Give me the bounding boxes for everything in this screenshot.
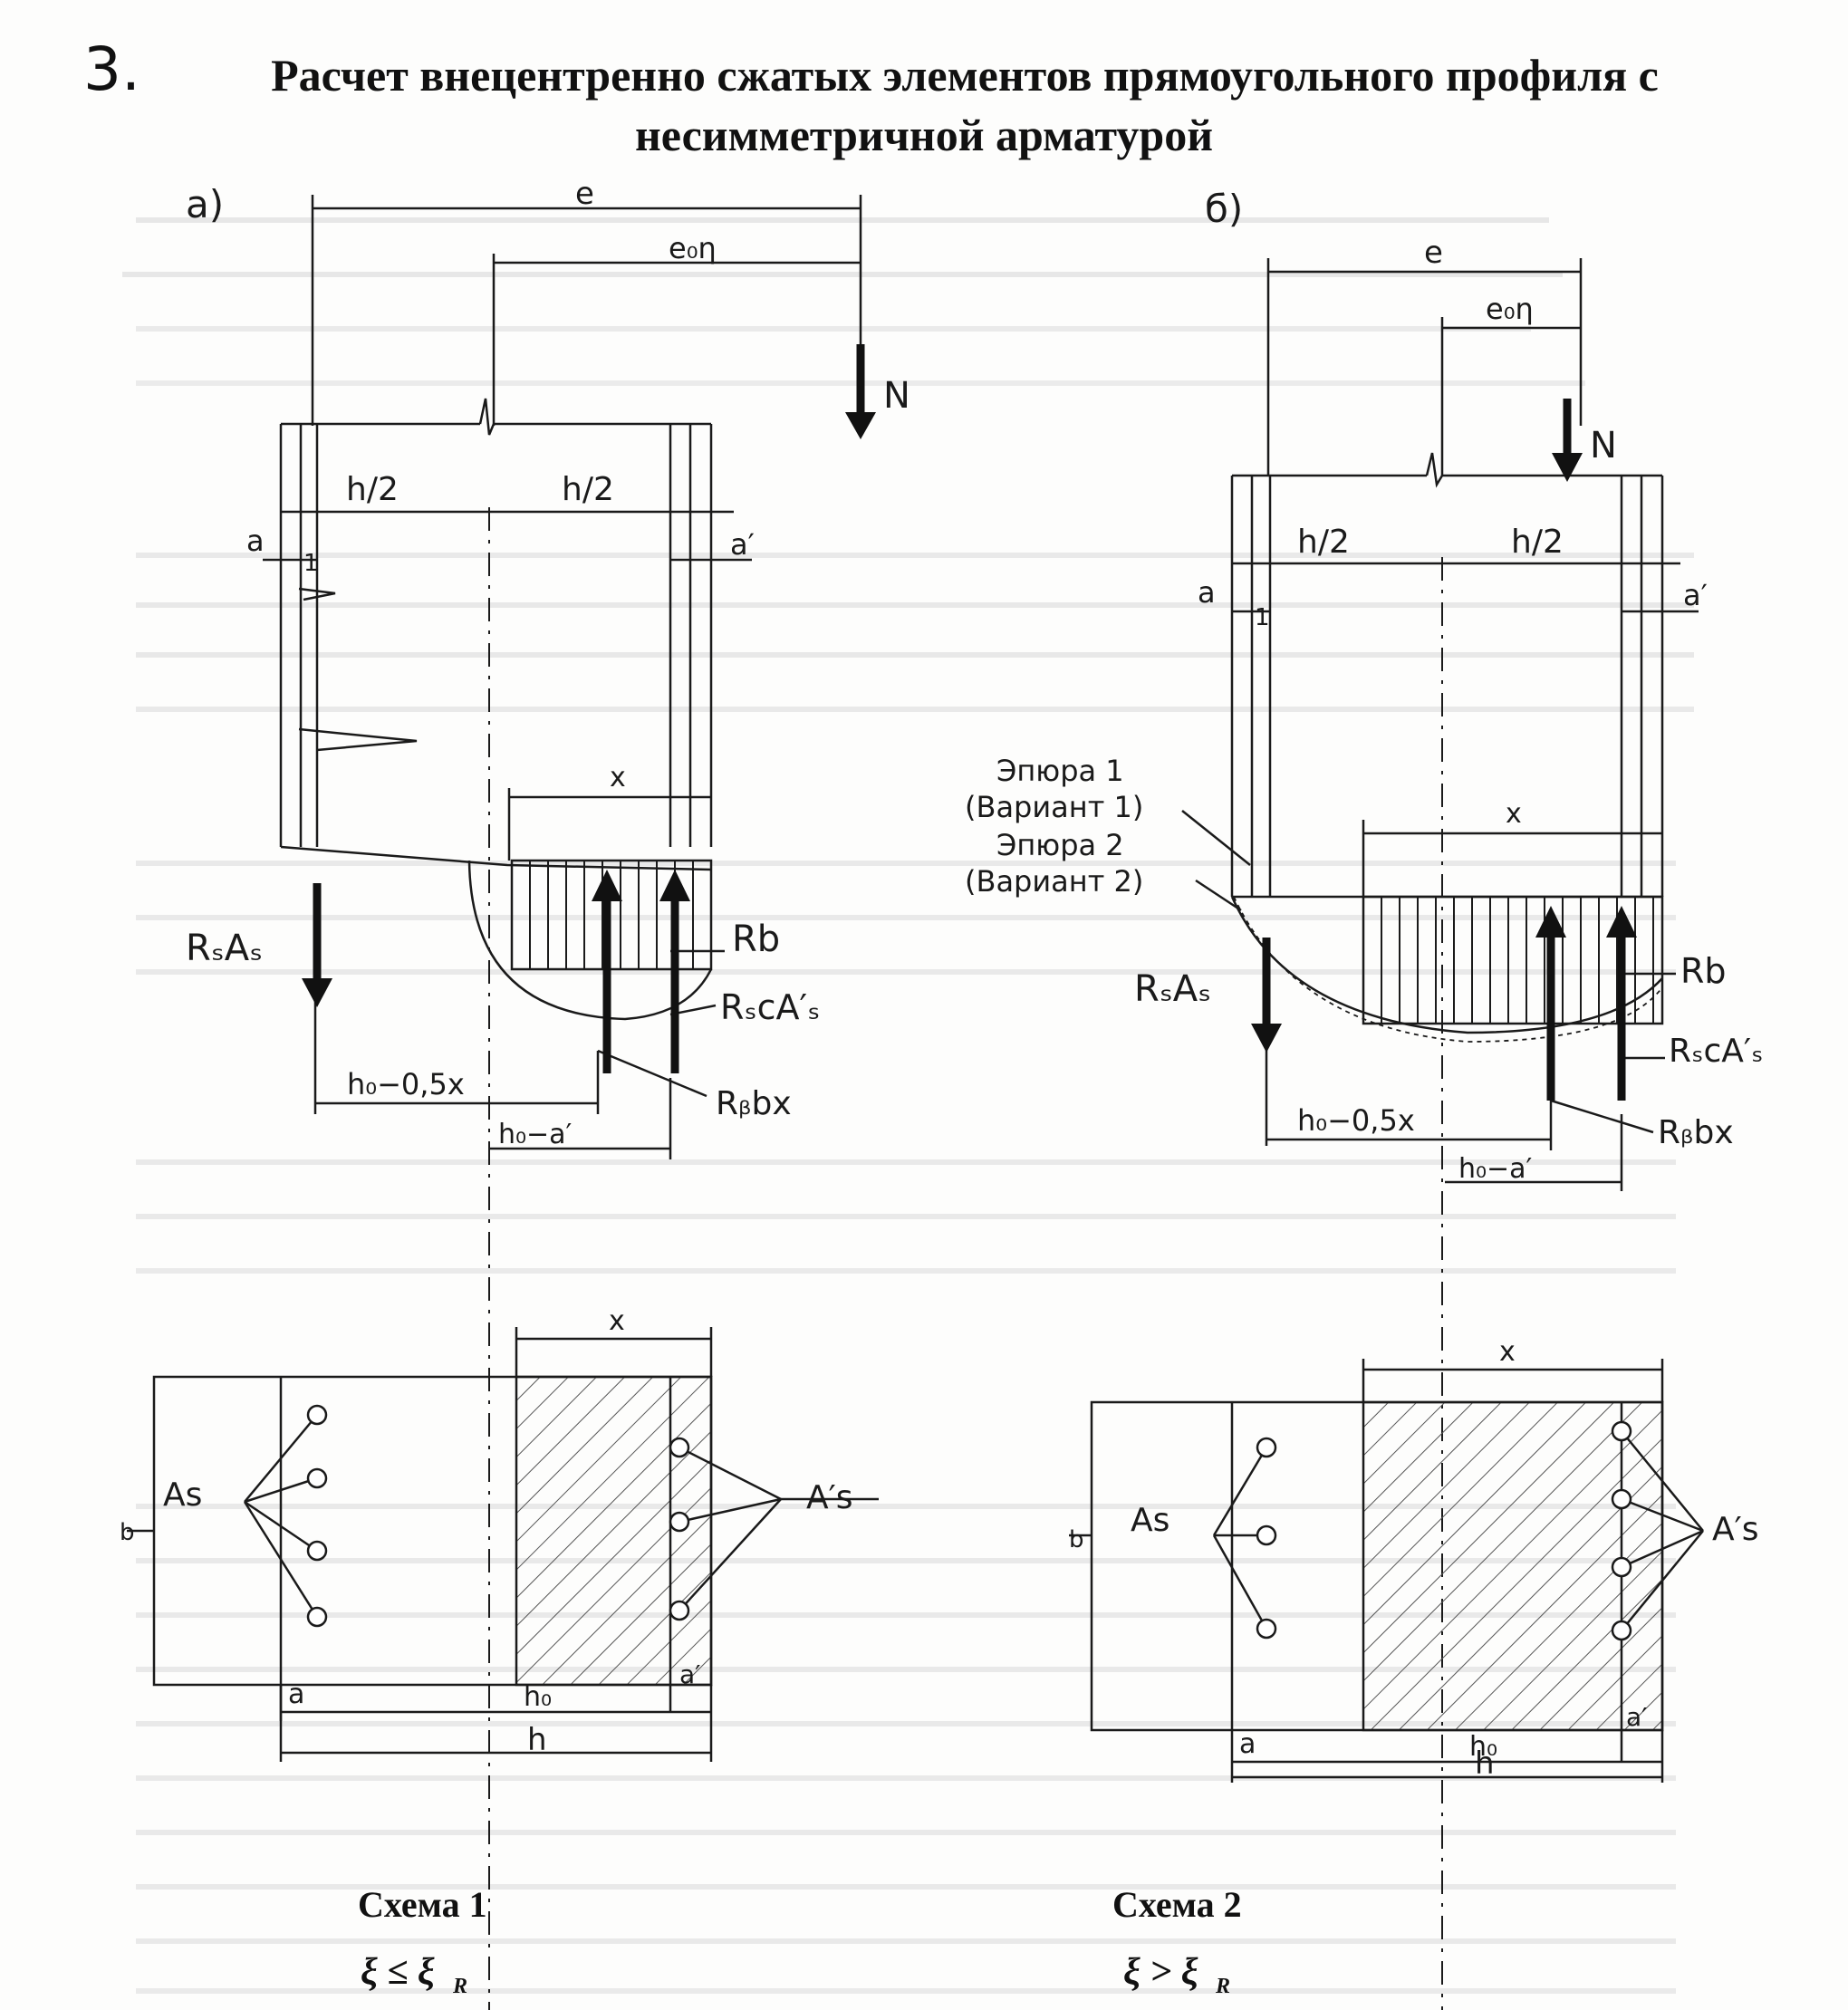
rebar-A-s-1 [669,1437,690,1458]
break-mark-top [478,398,496,436]
rebar-As-1 [306,1404,328,1426]
scheme-1-caption: Схема 1 [358,1884,487,1925]
label-h0-a: h₀−a′ [498,1119,573,1150]
label-b: b [1069,1526,1084,1553]
label-variant-2: (Вариант 2) [965,864,1143,899]
scheme-1-tag: а) [186,182,224,226]
scheme-1-cross-section [127,1327,879,1762]
scheme-2-condition: ξ > ξ [1123,1951,1198,1993]
label-RscAs: RₛcA′ₛ [1669,1033,1763,1070]
label-a-section: a [1239,1728,1256,1760]
rebar-A-s-3 [669,1600,690,1621]
label-a-prime-section: a′ [1626,1702,1648,1732]
label-x-section: x [1499,1336,1516,1368]
scheme-1-condition-sub: R [452,1975,467,1998]
label-variant-1: (Вариант 1) [965,790,1143,824]
rebar-A-s-2 [669,1511,690,1533]
label-x: x [1506,798,1522,830]
arrow-N-head [845,412,876,439]
scheme-1-force-arrows [302,344,876,1073]
label-one: 1 [303,550,319,577]
label-RsAs: RₛAₛ [186,928,263,969]
label-h-section: h [1475,1746,1495,1782]
scheme-2-condition-sub: R [1215,1975,1230,1998]
scheme-2-tag: б) [1205,187,1243,231]
label-A-prime-s: A′s [806,1479,853,1516]
scheme-2-caption: Схема 2 [1112,1884,1242,1925]
label-h0-section: h₀ [524,1681,552,1713]
label-h-half-left: h/2 [1297,524,1350,561]
scheme-2-cross-section [1069,1359,1704,1783]
label-As: As [1131,1502,1169,1539]
rebar-As-3 [306,1540,328,1562]
rebar-As-2 [306,1467,328,1489]
label-a-prime: a′ [730,527,755,562]
label-As: As [163,1476,202,1514]
label-h-half-left: h/2 [346,471,399,508]
scheme-1-condition: ξ ≤ ξ [361,1951,435,1993]
label-x: x [610,762,626,793]
label-e: e [575,176,594,212]
break-line-bottom [280,845,712,871]
label-x-section: x [609,1305,625,1337]
label-a: a [246,524,265,558]
label-epure-1: Эпюра 1 [996,754,1124,788]
label-h0-section: h₀ [1469,1731,1497,1763]
label-epure-2: Эпюра 2 [996,828,1124,862]
rebar-As-4 [306,1606,328,1628]
page-title-line-2: несимметричной арматурой [634,110,1213,160]
section-number: 3. [83,34,140,104]
label-a-prime: a′ [1683,578,1708,612]
label-e0n: e₀η [1486,292,1534,326]
page-title-line-1: Расчет внецентренно сжатых элементов пря… [271,50,1659,101]
label-a-section: a [288,1678,304,1710]
label-RsAs: RₛAₛ [1134,968,1211,1010]
label-h-half-right: h/2 [562,471,614,508]
label-h-section: h [527,1722,547,1758]
label-a-prime-section: a′ [679,1659,701,1689]
label-N: N [1590,425,1617,466]
scheme-2-stress-hatch [1381,897,1654,1024]
label-one: 1 [1255,604,1270,631]
label-Rbbx: Rᵦbx [1658,1114,1734,1151]
label-a: a [1198,575,1216,610]
scheme-2-force-arrows [1251,399,1637,1101]
label-Rb: Rb [1680,951,1727,991]
label-A-prime-s: A′s [1712,1511,1759,1548]
label-Rb: Rb [732,918,780,960]
label-h0-a: h₀−a′ [1458,1153,1533,1185]
label-h0-05x: h₀−0,5x [1297,1103,1415,1138]
stress-curve [467,860,713,1021]
label-h0-05x: h₀−0,5x [347,1067,465,1101]
label-h-half-right: h/2 [1511,524,1564,561]
label-e0n: e₀η [669,231,717,265]
label-e: e [1424,235,1443,271]
label-N: N [883,375,910,417]
label-Rbbx: Rᵦbx [716,1085,792,1122]
label-b: b [120,1519,135,1546]
label-RscAs: RₛcA′ₛ [720,987,820,1027]
